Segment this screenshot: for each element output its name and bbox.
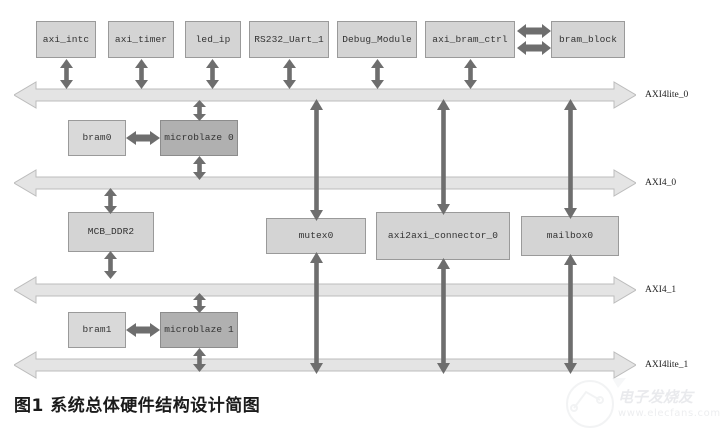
- block-led-ip[interactable]: led_ip: [185, 21, 241, 58]
- bus-axi4lite-1: [14, 350, 636, 380]
- block-axi-timer[interactable]: axi_timer: [108, 21, 174, 58]
- watermark: 电子发烧友 www.elecfans.com: [566, 378, 720, 428]
- bus-label-axi4lite-1: AXI4lite_1: [645, 360, 689, 370]
- arrow-microblaze1-axi4lite-1: [193, 348, 206, 372]
- block-mcb-ddr2[interactable]: MCB_DDR2: [68, 212, 154, 252]
- block-rs232-uart-1[interactable]: RS232_Uart_1: [249, 21, 329, 58]
- block-mutex0[interactable]: mutex0: [266, 218, 366, 254]
- figure-caption: 图1 系统总体硬件结构设计简图: [14, 396, 261, 416]
- watermark-logo-icon: [566, 380, 614, 428]
- arrow-axi-timer-bus: [135, 59, 148, 89]
- arrow-bram-ctrl-to-block-upper: [517, 24, 551, 38]
- arrow-axi4lite0-axi2axi: [437, 99, 450, 215]
- block-microblaze1[interactable]: microblaze 1: [160, 312, 238, 348]
- arrow-axi2axi-axi4lite1: [437, 258, 450, 374]
- block-axi2axi-connector-0[interactable]: axi2axi_connector_0: [376, 212, 510, 260]
- bus-axi4_1: [14, 275, 636, 305]
- arrow-axi-bram-ctrl-bus: [464, 59, 477, 89]
- arrow-axi-intc-bus: [60, 59, 73, 89]
- bus-label-axi4-1: AXI4_1: [645, 285, 677, 295]
- block-mailbox0[interactable]: mailbox0: [521, 216, 619, 256]
- arrow-microblaze0-axi4lite0: [193, 100, 206, 121]
- arrow-bram1-microblaze1: [126, 323, 160, 337]
- arrow-mailbox0-axi4lite1: [564, 254, 577, 374]
- arrow-microblaze1-axi4-1: [193, 293, 206, 313]
- watermark-text: 电子发烧友: [618, 388, 694, 406]
- bus-label-axi4-0: AXI4_0: [645, 178, 677, 188]
- arrow-axi4lite0-mutex0: [310, 99, 323, 221]
- arrow-bram0-microblaze0: [126, 131, 160, 145]
- block-microblaze0[interactable]: microblaze 0: [160, 120, 238, 156]
- bus-label-axi4lite-0: AXI4lite_0: [645, 90, 689, 100]
- bus-axi4lite-0: [14, 80, 636, 110]
- arrow-microblaze0-axi4-0: [193, 156, 206, 180]
- arrow-mutex0-axi4lite1: [310, 252, 323, 374]
- arrow-debug-module-bus: [371, 59, 384, 89]
- arrow-led-ip-bus: [206, 59, 219, 89]
- block-bram1[interactable]: bram1: [68, 312, 126, 348]
- block-debug-module[interactable]: Debug_Module: [337, 21, 417, 58]
- block-axi-bram-ctrl[interactable]: axi_bram_ctrl: [425, 21, 515, 58]
- block-bram0[interactable]: bram0: [68, 120, 126, 156]
- block-bram-block[interactable]: bram_block: [551, 21, 625, 58]
- arrow-rs232-bus: [283, 59, 296, 89]
- arrow-bram-ctrl-to-block-lower: [517, 41, 551, 55]
- arrow-axi4lite0-mailbox0: [564, 99, 577, 219]
- watermark-url: www.elecfans.com: [618, 408, 721, 419]
- arrow-mcb-ddr2-axi4-1: [104, 251, 117, 279]
- arrow-mcb-ddr2-axi4-0: [104, 188, 117, 214]
- bus-axi4_0: [14, 168, 636, 198]
- block-axi-intc[interactable]: axi_intc: [36, 21, 96, 58]
